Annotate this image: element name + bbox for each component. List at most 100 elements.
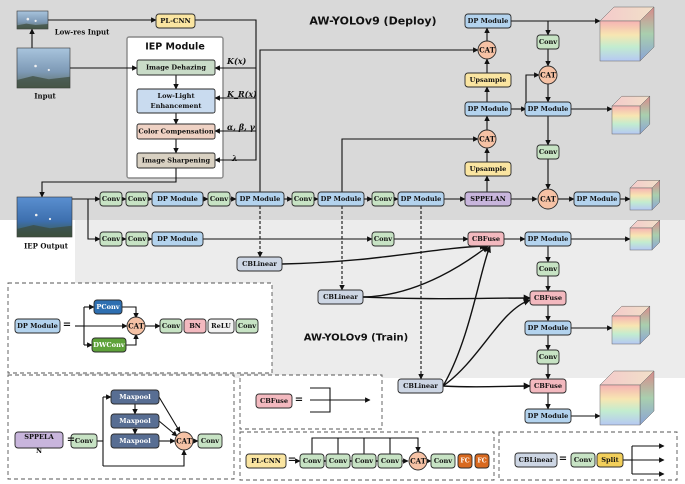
legend-conv-block-label: Conv — [75, 437, 93, 445]
conv-block — [207, 191, 231, 207]
conv-block-label: Conv — [102, 195, 120, 203]
cblinear3-to-cbfuse3 — [442, 382, 531, 390]
legend-conv-block — [299, 453, 325, 469]
dp-module-block-label: DP Module — [528, 324, 569, 332]
legend-conv-block — [430, 453, 456, 469]
conv-block — [371, 231, 395, 247]
legend-arrow — [103, 449, 187, 467]
legend-conv-block — [235, 318, 259, 334]
dp-module-block-label: DP Module — [528, 235, 569, 243]
equals-sign: = — [295, 395, 303, 406]
pl-cnn-box — [155, 13, 196, 29]
maxpool-block — [110, 433, 160, 449]
cat-bottom-deploy-label: CAT — [540, 195, 557, 204]
dp-module-block-label: DP Module — [401, 195, 442, 203]
legend-conv-block-label: Conv — [201, 437, 219, 445]
legend-dp-module-block-label: DP Module — [17, 322, 58, 330]
pconv-block — [93, 299, 123, 315]
maxpool-block — [110, 413, 160, 429]
nodes-layer — [14, 6, 661, 471]
cblinear-block-label: CBLinear — [323, 293, 358, 301]
cblinear2-to-cbfuse1 — [362, 245, 489, 298]
legend-conv-block-label: Conv — [238, 322, 256, 330]
bn-block — [183, 318, 207, 334]
param-k-label: K(x) — [226, 56, 247, 66]
conv-block-label: Conv — [374, 235, 392, 243]
param-abg-label: α, β, γ — [227, 122, 256, 132]
dp-module-block — [397, 191, 445, 207]
legend-cat — [174, 431, 194, 451]
upsample-block — [464, 161, 512, 177]
legend-cblinear-block-label: CBLinear — [519, 456, 554, 464]
equals-sign: = — [67, 435, 75, 446]
conv-block — [99, 231, 123, 247]
detection-output-cube — [629, 219, 661, 251]
relu-block — [207, 318, 235, 334]
legend-line — [310, 400, 331, 413]
legend-arrow — [158, 396, 181, 433]
legend-conv-block-label: Conv — [162, 322, 180, 330]
dp-to-cat-right — [525, 72, 540, 109]
deploy-title: AW-YOLOv9 (Deploy) — [309, 15, 436, 28]
photo-ground — [17, 76, 70, 88]
legend-line — [310, 387, 331, 400]
conv-block — [99, 191, 123, 207]
dp-module-block — [464, 13, 512, 29]
dp-module-block-label: DP Module — [577, 195, 618, 203]
pl-cnn-box-label: PL-CNN — [160, 17, 191, 25]
conv-block — [291, 191, 315, 207]
detection-output-cube — [611, 305, 651, 345]
dp-module-block — [235, 191, 285, 207]
cbfuse-block — [529, 378, 567, 394]
equals-sign: = — [63, 320, 71, 331]
cube-front-face — [611, 105, 641, 135]
iep-step-label: Image Sharpening — [142, 157, 211, 165]
target-object — [26, 17, 30, 21]
skip-line — [311, 437, 421, 454]
maxpool-block-label: Maxpool — [119, 417, 151, 425]
cbfuse-block — [529, 290, 567, 306]
cat-bottom-deploy — [537, 188, 559, 210]
dp-module-block — [524, 231, 572, 247]
cbfuse-block — [467, 231, 505, 247]
legend-plcnn-block — [245, 453, 287, 469]
cube-front-face — [629, 227, 653, 251]
dp-module-block — [524, 408, 572, 424]
legend-conv-block — [351, 453, 377, 469]
connections-layer — [29, 17, 665, 477]
conv-block-label: Conv — [539, 265, 557, 273]
bn-block-label: BN — [189, 322, 201, 330]
fc-block-label: FC — [460, 458, 469, 465]
conv-block-label: Conv — [539, 353, 557, 361]
legend-cbfuse-block — [255, 393, 293, 409]
equals-sign: = — [288, 455, 296, 466]
dp-module-block-label: DP Module — [528, 412, 569, 420]
labels-layer: AW-YOLOv9 (Deploy)AW-YOLOv9 (Train)IEP M… — [17, 15, 620, 466]
conv-block — [536, 261, 560, 277]
conv-block — [536, 34, 560, 50]
cat-middle-label: CAT — [479, 135, 496, 144]
target-object — [47, 68, 50, 72]
iep-module-title: IEP Module — [145, 42, 205, 53]
target-object — [34, 213, 38, 217]
cblinear-block — [397, 378, 444, 394]
cblinear2-to-cbfuse2 — [362, 294, 531, 302]
cat-right-top-label: CAT — [540, 71, 557, 80]
dp-module-block-label: DP Module — [157, 235, 198, 243]
input-image — [16, 47, 71, 89]
low-res-input-image — [16, 10, 49, 30]
iep-to-output — [39, 168, 177, 198]
upsample-block-label: Upsample — [470, 76, 507, 84]
cblinear-block — [317, 289, 364, 305]
conv-block — [536, 349, 560, 365]
target-object — [48, 217, 52, 221]
iep-step-box — [136, 59, 216, 76]
dp-module-block-label: DP Module — [468, 17, 509, 25]
iep-step-box — [136, 88, 216, 114]
detection-output-cube — [611, 95, 651, 135]
conv-block-label: Conv — [539, 38, 557, 46]
legend-conv-block — [377, 453, 403, 469]
legend-conv-block-label: Conv — [355, 457, 373, 465]
